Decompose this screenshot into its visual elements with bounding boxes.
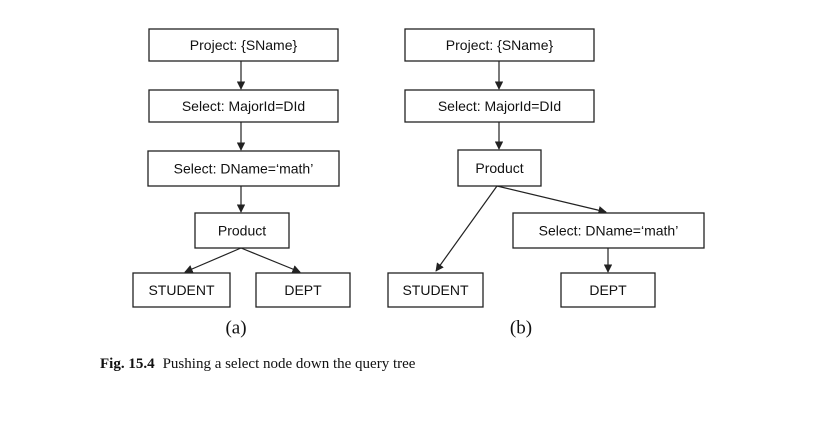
tree-b-label: (b): [510, 318, 532, 339]
tree-b-select-dname-node: Select: DName=‘math’: [512, 212, 705, 249]
tree-a-dept-label: DEPT: [284, 282, 322, 298]
tree-b-student-label: STUDENT: [402, 282, 469, 298]
tree-b: Project: {SName} Select: MajorId=DId Pro…: [387, 28, 705, 339]
tree-a-product-label: Product: [218, 223, 266, 239]
tree-b-dept-node: DEPT: [560, 272, 656, 308]
tree-a-label: (a): [225, 318, 246, 339]
tree-b-product-label: Product: [475, 160, 523, 176]
edge-b-product-to-select-dname: [496, 185, 607, 215]
edge-b-product-to-student: [435, 185, 498, 272]
tree-b-project-label: Project: {SName}: [446, 37, 554, 53]
tree-a-select-dname-node: Select: DName=‘math’: [147, 150, 340, 187]
tree-a-project-label: Project: {SName}: [190, 37, 298, 53]
tree-a-select-major-node: Select: MajorId=DId: [148, 89, 339, 123]
figure-caption-text: Pushing a select node down the query tre…: [162, 356, 416, 372]
tree-b-dept-label: DEPT: [589, 282, 627, 298]
tree-b-project-node: Project: {SName}: [404, 28, 595, 62]
tree-a-student-label: STUDENT: [148, 282, 215, 298]
figure-number: Fig. 15.4: [100, 356, 155, 372]
tree-b-select-major-label: Select: MajorId=DId: [438, 98, 561, 114]
tree-a-product-node: Product: [194, 212, 290, 249]
tree-a-dept-node: DEPT: [255, 272, 351, 308]
tree-b-select-major-node: Select: MajorId=DId: [404, 89, 595, 123]
edge-a-product-to-student: [184, 247, 242, 273]
tree-a-project-node: Project: {SName}: [148, 28, 339, 62]
tree-a-select-dname-label: Select: DName=‘math’: [174, 161, 314, 177]
figure-caption: Fig. 15.4 Pushing a select node down the …: [100, 356, 415, 373]
tree-a-student-node: STUDENT: [132, 272, 231, 308]
tree-a-select-major-label: Select: MajorId=DId: [182, 98, 305, 114]
tree-a: Project: {SName} Select: MajorId=DId Sel…: [132, 28, 351, 339]
tree-b-student-node: STUDENT: [387, 272, 484, 308]
tree-b-product-node: Product: [457, 149, 542, 187]
edge-a-product-to-dept: [240, 247, 301, 274]
tree-b-select-dname-label: Select: DName=‘math’: [539, 223, 679, 239]
